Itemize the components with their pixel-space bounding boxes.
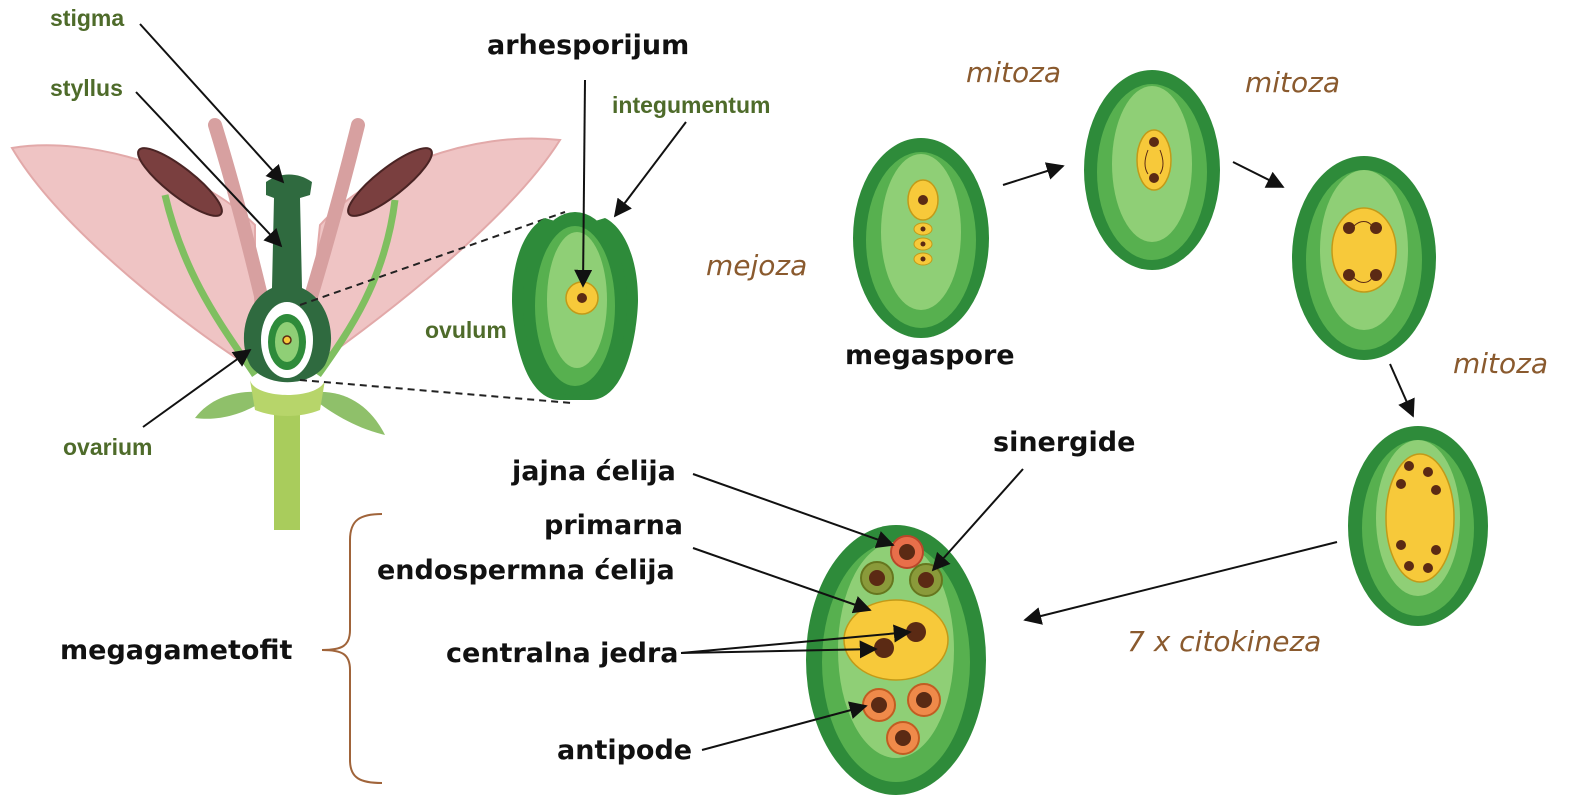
label-stigma: stigma: [50, 5, 124, 31]
label-meiosis: mejoza: [706, 249, 807, 282]
megaspore-ovule: [853, 138, 989, 338]
four-nucleate-cell: [1332, 208, 1396, 292]
arrow-egg-cell: [693, 474, 893, 545]
four-nucleate-ovule: [1292, 156, 1436, 360]
arrow-synergids: [933, 469, 1023, 570]
label-central-nuclei: centralna jedra: [446, 638, 679, 669]
ovary-ovule-cell: [283, 336, 291, 344]
eight-nucleate-cell: [1386, 454, 1454, 582]
label-ovarium: ovarium: [63, 434, 152, 460]
receptacle: [250, 380, 325, 416]
arrow-integument: [615, 122, 686, 216]
label-egg-cell: jajna ćelija: [511, 456, 676, 487]
label-archesporium: arhesporijum: [487, 30, 689, 61]
two-nucleate-ovule: [1084, 70, 1220, 270]
nucleus-top: [1149, 137, 1159, 147]
arrow-mitosis-2: [1233, 162, 1283, 187]
nucleus-bottom: [1149, 173, 1159, 183]
sepal-right: [315, 392, 385, 435]
label-integument: integumentum: [612, 92, 770, 118]
label-megagametophyte: megagametofit: [60, 635, 292, 666]
label-ovulum: ovulum: [425, 317, 507, 343]
label-megaspore: megaspore: [845, 340, 1015, 371]
egg-nucleus: [899, 544, 915, 560]
mature-megagametophyte: [806, 525, 986, 795]
label-mitosis-3: mitoza: [1453, 347, 1548, 380]
arrow-mitosis-3: [1390, 364, 1413, 416]
central-cell: [844, 600, 948, 680]
label-mitosis-1: mitoza: [966, 56, 1061, 89]
label-cytokinesis: 7 x citokineza: [1127, 625, 1321, 658]
megaspore-nucleus: [918, 195, 928, 205]
label-primary-line1: primarna: [544, 510, 683, 541]
arrow-cytokinesis: [1025, 542, 1337, 620]
eight-nucleate-ovule: [1348, 426, 1488, 626]
central-nucleus-2: [874, 638, 894, 658]
arrow-ovarium: [143, 350, 250, 427]
arrow-mitosis-1: [1003, 166, 1063, 185]
label-primary-line2: endospermna ćelija: [377, 555, 675, 586]
label-antipodes: antipode: [557, 735, 692, 766]
label-synergids: sinergide: [993, 427, 1135, 458]
megagametophyte-brace: [322, 514, 382, 783]
label-mitosis-2: mitoza: [1245, 66, 1340, 99]
label-stylus: styllus: [50, 75, 123, 101]
ovule-zoom: [512, 212, 638, 400]
archesporium-nucleus: [577, 293, 587, 303]
